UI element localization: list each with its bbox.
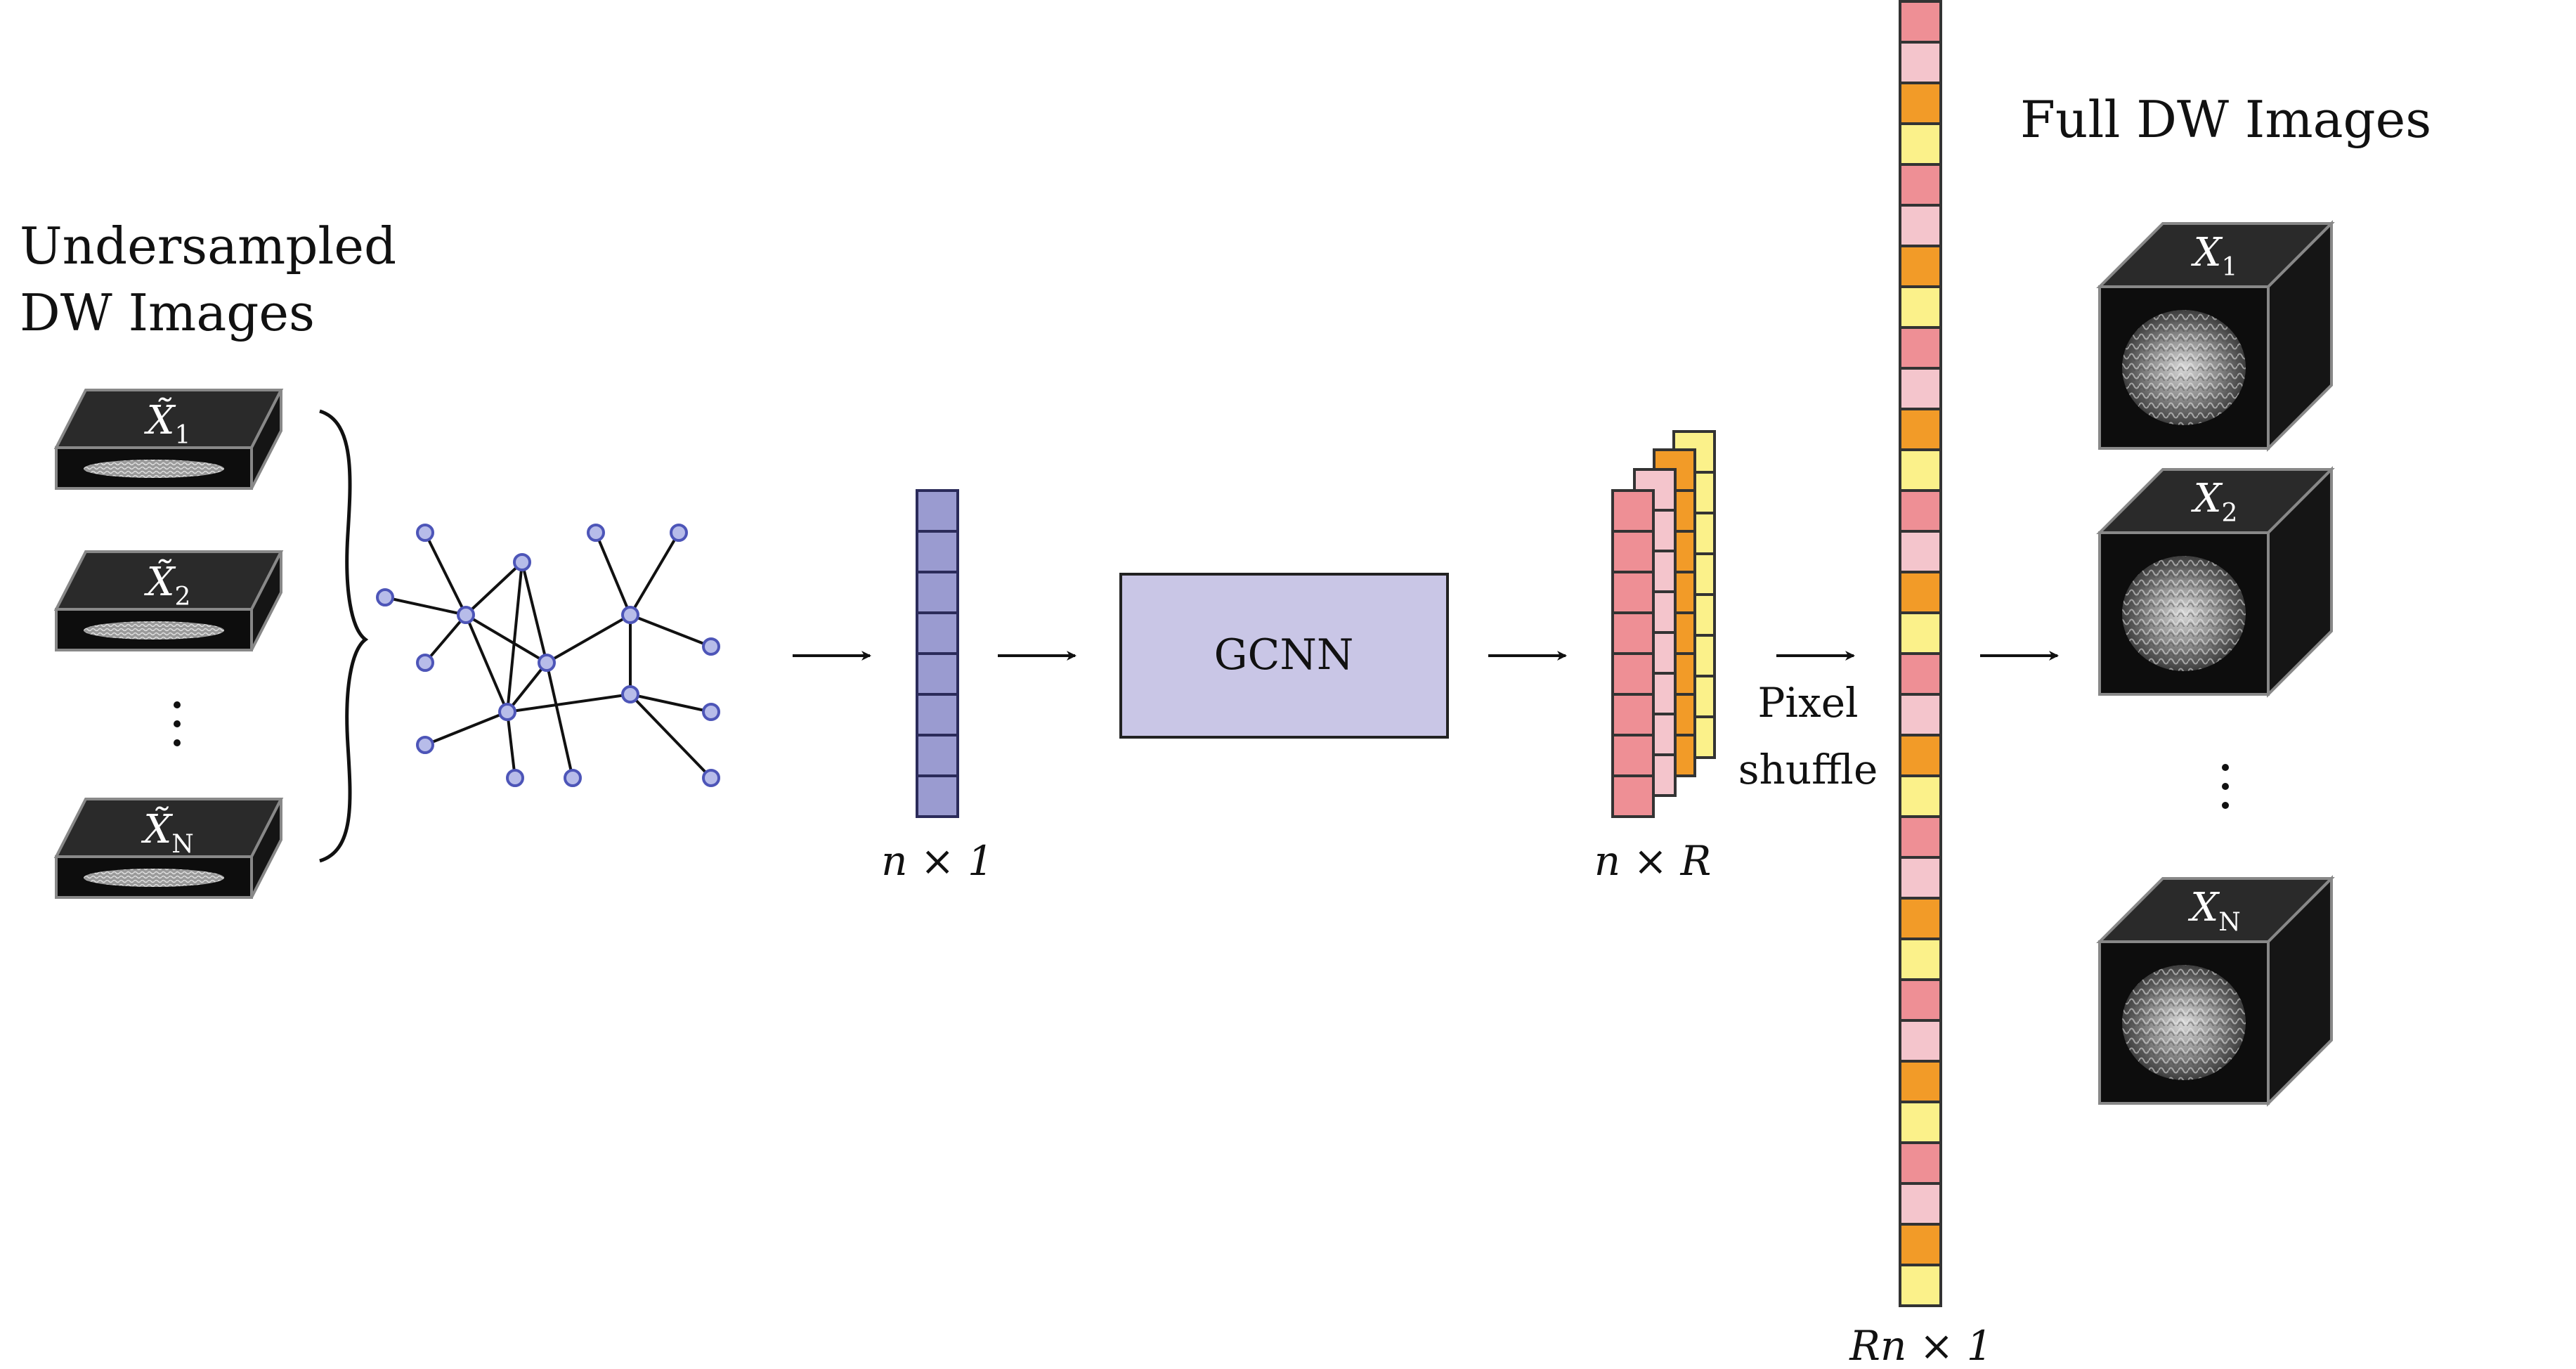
tall-column-cell (1899, 489, 1942, 533)
tall-column-cell (1899, 0, 1942, 44)
shuffle-label-line1: Pixel (1757, 679, 1858, 727)
tall-column-cell (1899, 448, 1942, 492)
left-title-line1: Undersampled (20, 216, 396, 275)
tall-column-cell (1899, 693, 1942, 737)
input-ellipsis (174, 701, 181, 746)
input-slab-n: X̃N (53, 798, 284, 899)
vector-label: n × 1 (881, 837, 994, 885)
tall-column-cell (1899, 285, 1942, 329)
graph-edges (384, 531, 713, 779)
tall-column-cell (1899, 530, 1942, 573)
tall-label: Rn × 1 (1849, 1322, 1992, 1369)
output-stack (1611, 430, 1716, 818)
tall-column-cell (1899, 1264, 1942, 1307)
tall-column-cell (1899, 856, 1942, 900)
graph-nodes (376, 524, 720, 787)
output-label-1: X1 (2191, 230, 2238, 282)
tall-column-cell (1899, 897, 1942, 940)
tall-column-cell (1899, 367, 1942, 410)
input-label-n: X̃N (141, 806, 193, 859)
brain-slice-1 (84, 460, 224, 478)
brain-slice-n (84, 869, 224, 887)
tall-column-cell (1899, 82, 1942, 125)
tall-column-cell (1899, 326, 1942, 370)
graph (376, 524, 720, 787)
feature-vector (916, 489, 959, 818)
gcnn-label: GCNN (1214, 630, 1354, 680)
tall-column-cell (1899, 734, 1942, 777)
tall-column-cell (1899, 978, 1942, 1022)
tall-column-cell (1899, 1060, 1942, 1103)
tall-column-cell (1899, 815, 1942, 859)
tall-column-cell (1899, 1101, 1942, 1144)
tall-column-cell (1899, 1182, 1942, 1226)
tall-column-cell (1899, 408, 1942, 451)
tall-column-cell (1899, 611, 1942, 655)
left-title-line2: DW Images (20, 283, 315, 342)
curly-brace (319, 409, 369, 863)
tall-column-cell (1899, 41, 1942, 84)
output-cube-1: X1 (2096, 220, 2335, 452)
tall-column-cell (1899, 937, 1942, 981)
tall-column-cell (1899, 1141, 1942, 1185)
tall-column-cell (1899, 204, 1942, 247)
stack-layer-red (1611, 489, 1655, 818)
tall-column-cell (1899, 122, 1942, 166)
tall-column-cell (1899, 163, 1942, 207)
input-slab-1: X̃1 (53, 389, 284, 490)
gcnn-box (1119, 573, 1449, 739)
input-label-2: X̃2 (144, 559, 191, 611)
output-cube-n: XN (2096, 875, 2335, 1107)
right-title: Full DW Images (2020, 90, 2431, 149)
tall-column-cell (1899, 571, 1942, 614)
tall-column-cell (1899, 1019, 1942, 1063)
output-label-2: X2 (2191, 476, 2238, 528)
input-label-1: X̃1 (144, 397, 191, 450)
output-ellipsis (2222, 764, 2229, 809)
output-label-n: XN (2187, 885, 2240, 937)
tall-column-cell (1899, 1223, 1942, 1266)
stack-label: n × R (1594, 837, 1712, 885)
tall-column (1899, 0, 1942, 1307)
shuffle-label-line2: shuffle (1738, 746, 1878, 793)
output-cube-2: X2 (2096, 466, 2335, 698)
tall-column-cell (1899, 774, 1942, 818)
brain-slice-2 (84, 621, 224, 640)
input-slab-2: X̃2 (53, 550, 284, 651)
tall-column-cell (1899, 652, 1942, 696)
tall-column-cell (1899, 245, 1942, 288)
